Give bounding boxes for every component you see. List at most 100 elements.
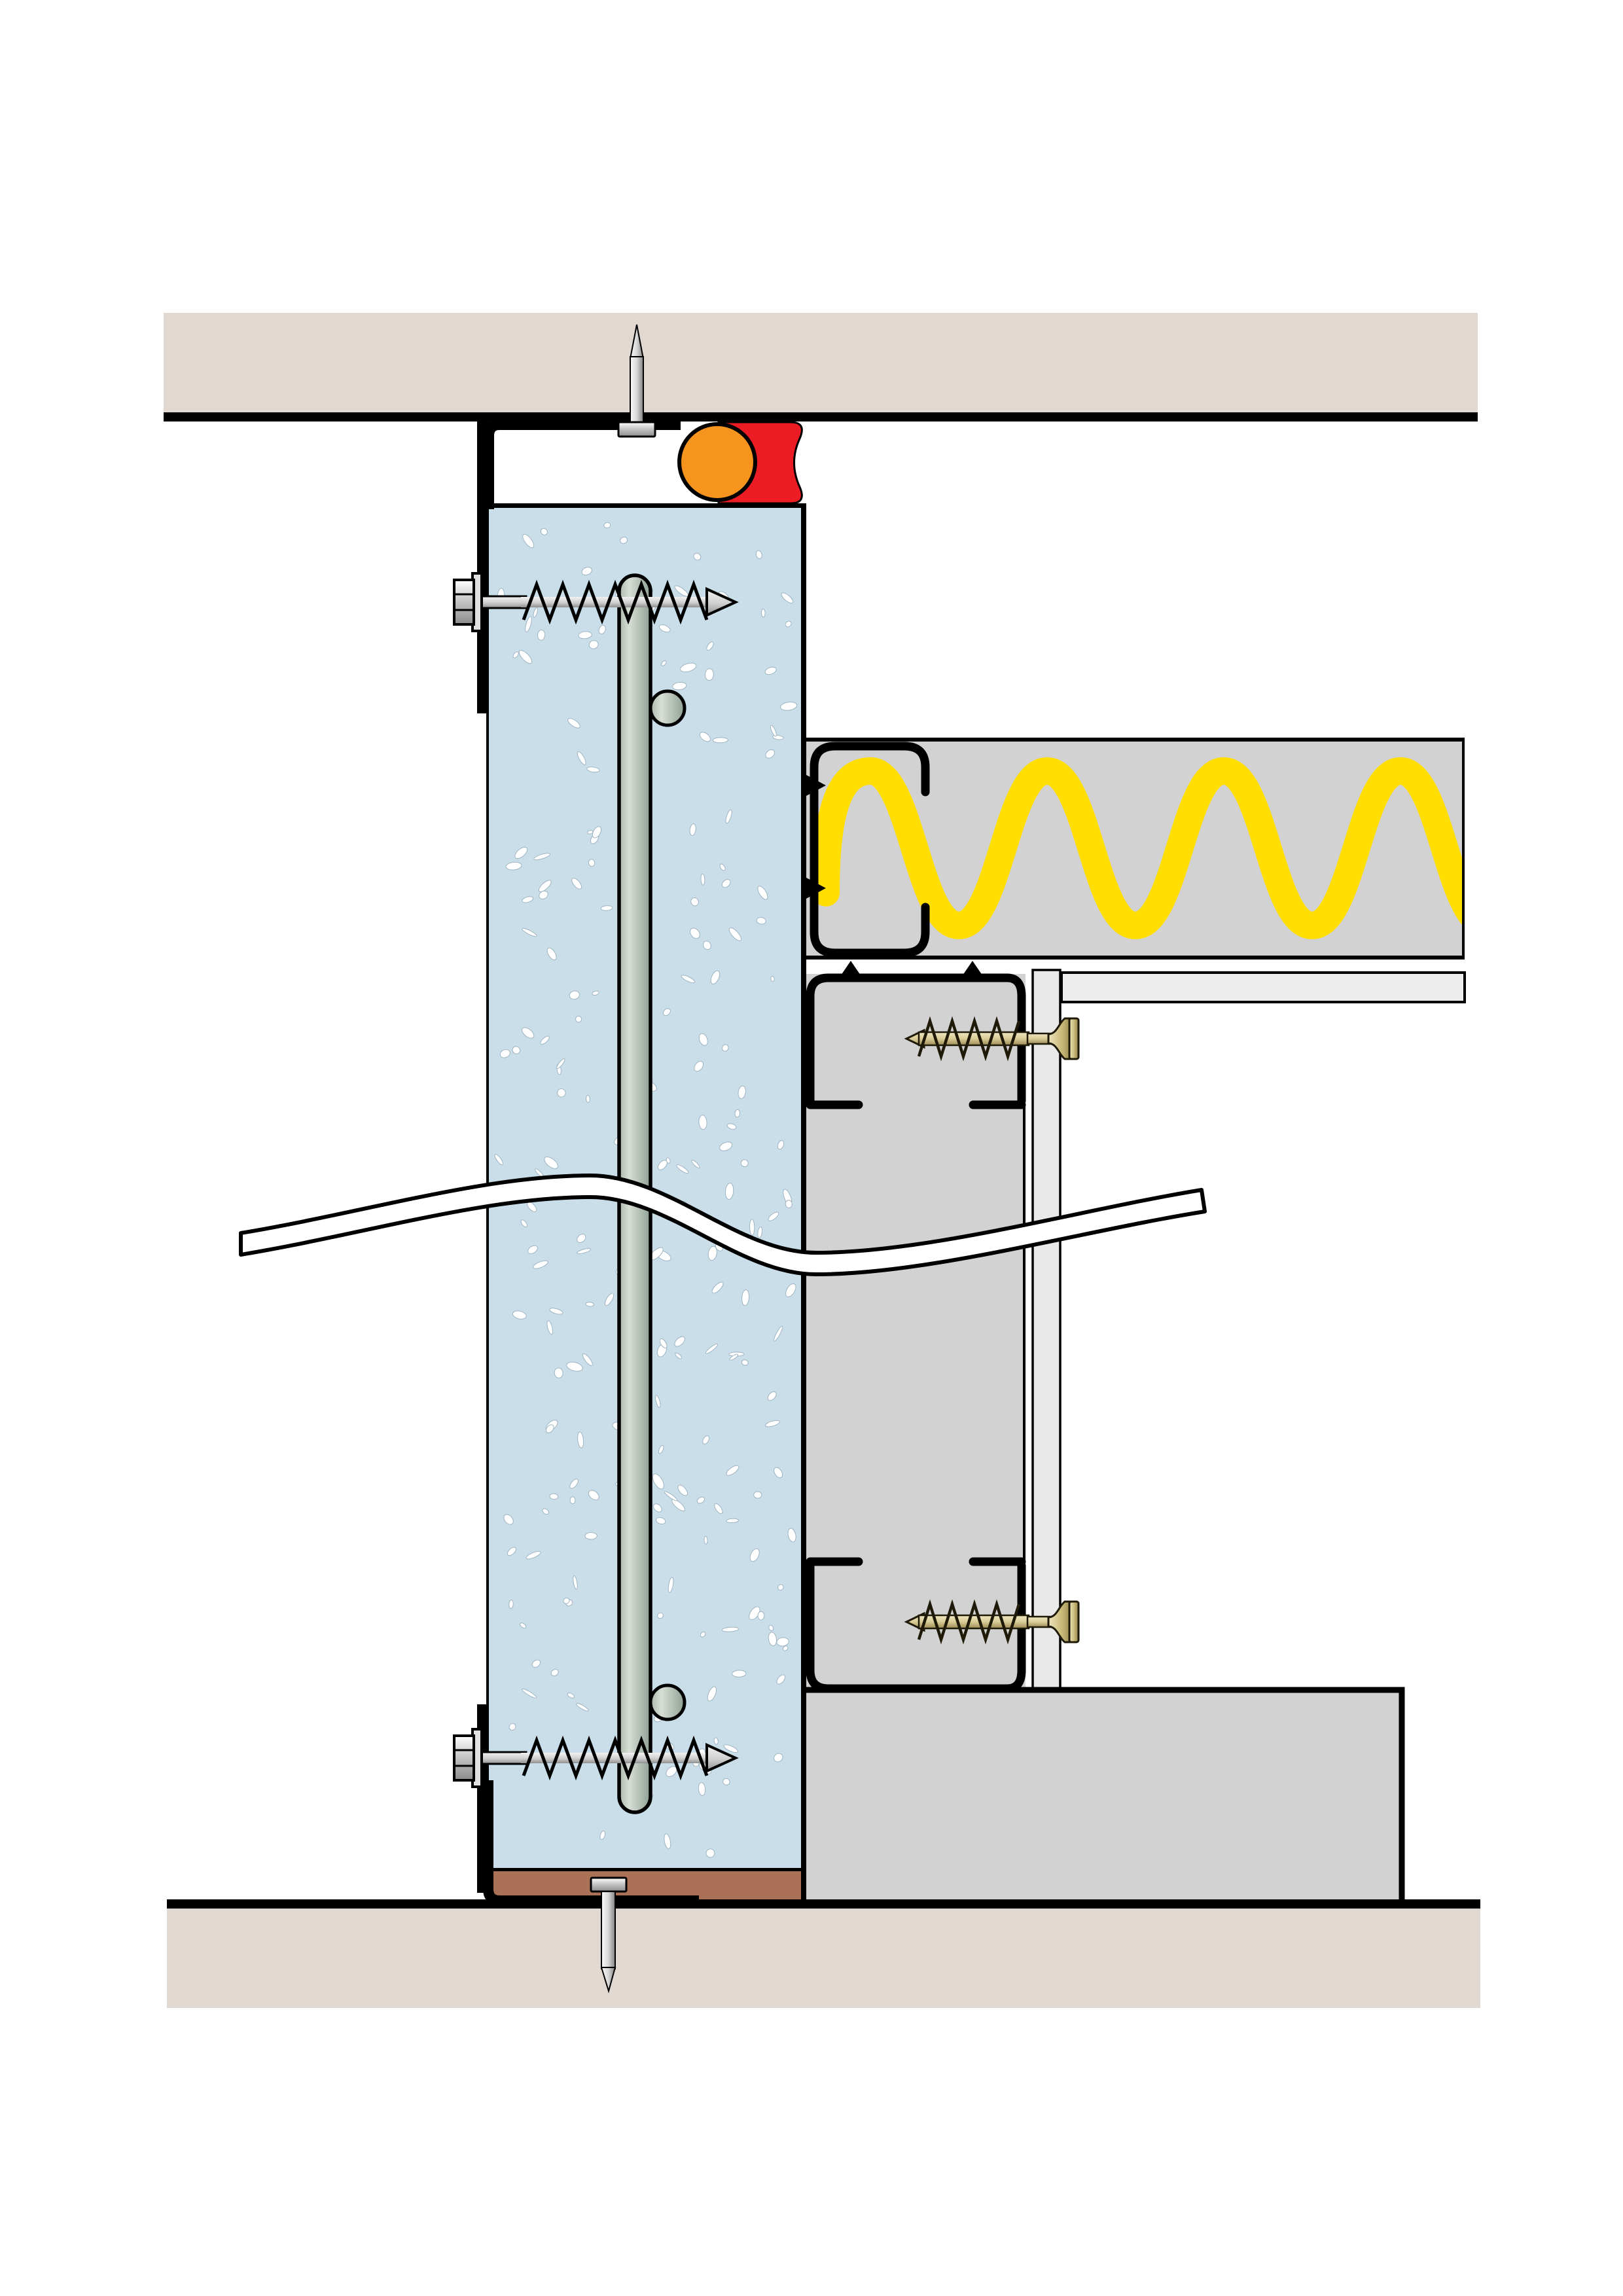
- bottom-nail-tip: [600, 1967, 616, 1994]
- speckle: [779, 702, 798, 711]
- speckle: [691, 1160, 700, 1168]
- speckle: [657, 1160, 668, 1170]
- speckle: [722, 1044, 729, 1052]
- speckle: [658, 624, 671, 633]
- speckle: [712, 737, 728, 744]
- speckle: [546, 1320, 554, 1335]
- speckle: [777, 1584, 784, 1590]
- speckle: [710, 970, 721, 985]
- speckle: [672, 681, 687, 691]
- speckle: [569, 1496, 576, 1505]
- speckle: [585, 1301, 594, 1307]
- speckle: [694, 1061, 704, 1072]
- channel-clip-notch: [806, 775, 826, 796]
- speckle: [603, 522, 611, 529]
- speckle: [714, 1503, 723, 1515]
- speckle: [757, 1611, 765, 1621]
- speckle: [525, 616, 532, 633]
- backer-rod: [677, 422, 757, 502]
- speckle: [573, 1575, 578, 1590]
- speckle: [711, 1282, 724, 1294]
- rod-dowel-upper: [649, 689, 687, 727]
- speckle: [567, 1693, 575, 1698]
- speckle: [600, 905, 613, 911]
- speckle: [776, 1637, 789, 1647]
- speckle: [706, 641, 714, 651]
- insulation-band-bottom-line: [806, 956, 1465, 960]
- speckle: [704, 668, 714, 681]
- speckle: [522, 533, 535, 548]
- speckle: [588, 640, 599, 649]
- speckle: [540, 528, 548, 535]
- speckle: [783, 1645, 789, 1651]
- speckle: [533, 853, 551, 861]
- speckle: [768, 1632, 777, 1647]
- speckle: [569, 990, 580, 1000]
- speckle: [584, 1532, 597, 1540]
- speckle: [725, 809, 732, 824]
- speckle: [689, 823, 696, 836]
- speckle: [740, 1159, 749, 1168]
- speckle: [566, 1361, 583, 1372]
- speckle: [781, 592, 794, 603]
- bottom-nail-shaft: [601, 1891, 616, 1969]
- speckle: [675, 1352, 682, 1359]
- speckle: [577, 1431, 584, 1448]
- speckle: [554, 1367, 563, 1378]
- speckle: [776, 1674, 786, 1685]
- speckle: [721, 1626, 740, 1632]
- panel-top-line: [488, 503, 806, 508]
- speckle: [738, 1085, 746, 1100]
- speckle: [588, 859, 596, 867]
- speckle: [757, 886, 768, 900]
- speckle: [567, 718, 580, 728]
- speckle: [749, 1219, 755, 1236]
- stud-notch: [841, 961, 861, 975]
- speckle: [729, 1354, 739, 1361]
- speckle: [544, 1157, 559, 1170]
- speckle: [557, 1088, 566, 1098]
- speckle: [768, 1211, 779, 1221]
- speckle: [700, 873, 705, 886]
- speckle: [588, 1490, 599, 1501]
- speckle: [526, 1551, 541, 1560]
- speckle: [741, 1289, 750, 1306]
- speckle: [707, 1246, 717, 1261]
- head-of-wall-joint: [482, 324, 803, 509]
- speckle: [542, 1508, 550, 1515]
- speckle: [599, 1830, 606, 1840]
- speckle: [741, 1359, 749, 1366]
- speckle: [723, 1744, 738, 1753]
- speckle: [508, 1600, 514, 1609]
- ceiling-slab: [164, 313, 1478, 412]
- batten-top-line: [488, 1868, 801, 1871]
- speckle: [680, 662, 697, 673]
- speckle: [693, 552, 702, 561]
- speckle: [658, 1444, 664, 1454]
- speckle: [571, 878, 582, 889]
- speckle: [549, 1308, 563, 1315]
- speckle: [734, 1109, 741, 1118]
- speckle: [785, 1200, 793, 1209]
- speckle: [690, 927, 700, 939]
- speckle: [499, 1049, 510, 1058]
- speckle: [604, 1293, 615, 1306]
- stud-section-upper: [806, 973, 1026, 1105]
- speckle: [671, 1499, 686, 1512]
- speckle: [659, 1338, 668, 1349]
- floor-slab: [167, 1909, 1480, 2008]
- speckle: [721, 879, 731, 888]
- speckle: [732, 1670, 747, 1677]
- speckle: [677, 1484, 688, 1496]
- rod-dowel-lower: [649, 1683, 687, 1721]
- speckle: [785, 1283, 796, 1297]
- speckle: [713, 1737, 719, 1745]
- speckle: [522, 1688, 537, 1698]
- speckle: [657, 1612, 664, 1619]
- speckle: [668, 1577, 674, 1593]
- speckle: [522, 927, 537, 937]
- speckle: [598, 624, 606, 635]
- speckle: [770, 725, 777, 737]
